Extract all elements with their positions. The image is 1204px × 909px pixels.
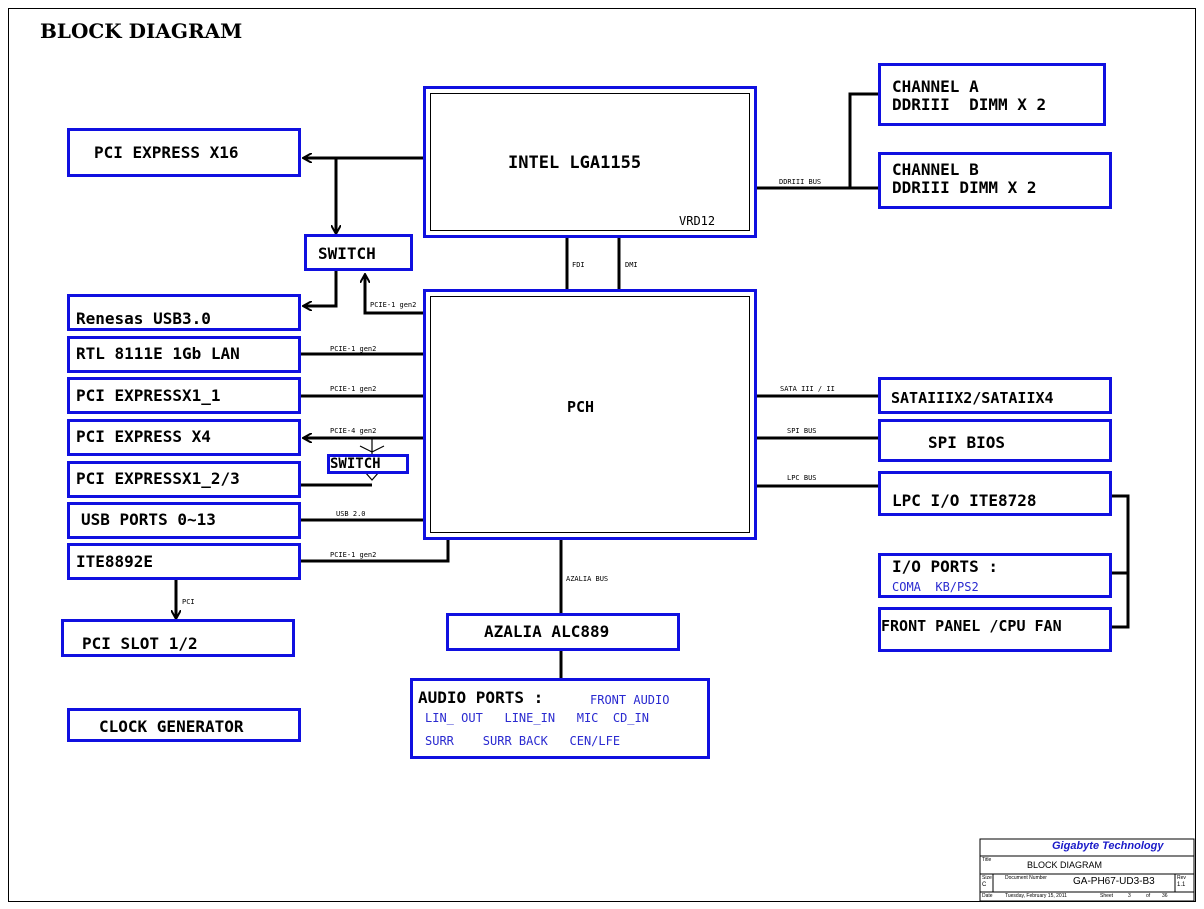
sata-block [878, 377, 1112, 414]
pcie-x16-block [67, 128, 301, 177]
ite8892-label: ITE8892E [76, 552, 154, 571]
io-ports-sub: COMA KB/PS2 [892, 580, 979, 594]
usb3-block [67, 294, 301, 331]
channel-b-line2: DDRIII DIMM X 2 [892, 178, 1037, 197]
switch-2-block [327, 454, 409, 474]
title-block-title: BLOCK DIAGRAM [1027, 860, 1103, 870]
spi-bios-label: SPI BIOS [928, 433, 1006, 452]
pcie-x4-label: PCI EXPRESS X4 [76, 427, 211, 446]
audio-front: FRONT AUDIO [590, 693, 670, 707]
sata-label: SATAIIIX2/SATAIIX4 [891, 389, 1054, 407]
switch-1-label: SWITCH [318, 244, 376, 263]
title-block-date: Tuesday, February 15, 2011 [1005, 893, 1067, 899]
clock-label: CLOCK GENERATOR [99, 717, 244, 736]
title-block-size: C [982, 882, 987, 888]
azalia-bus-label: AZALIA BUS [566, 575, 609, 583]
ite8892-block [67, 543, 301, 580]
pch-ite-link [300, 538, 450, 563]
switch-usb3-link [304, 270, 338, 306]
audio-line2: SURR SURR BACK CEN/LFE [425, 734, 621, 748]
channel-a-line1: CHANNEL A [892, 77, 979, 96]
audio-line1: LIN_ OUT LINE_IN MIC CD_IN [425, 711, 649, 725]
audio-ports-block [410, 678, 710, 759]
cpu-block [423, 86, 757, 238]
fdi-label: FDI [572, 261, 585, 269]
ddr-bus [848, 92, 880, 190]
title-block-sheet: 3 [1128, 893, 1131, 899]
pcie-lan-label: PCIE-1 gen2 [330, 345, 377, 353]
pci-slot-label: PCI SLOT 1/2 [82, 634, 198, 653]
title-block-docnum-label: Document Number [1005, 875, 1047, 881]
pcie-x1-1-block [67, 377, 301, 414]
title-block-date-label: Date [982, 893, 993, 899]
channel-a-line2: DDRIII DIMM X 2 [892, 95, 1047, 114]
spi-bios-block [878, 419, 1112, 462]
pch-block [423, 289, 757, 540]
io-ports-block [878, 553, 1112, 598]
title-block-title-label: Title [982, 857, 992, 863]
title-block-sheets: 36 [1162, 893, 1168, 899]
cpu-label: INTEL LGA1155 [508, 153, 642, 173]
pcie-x4-block [67, 419, 301, 456]
title-block-sheet-label: Sheet [1100, 893, 1114, 899]
pcie-switch-label: PCIE-1 gen2 [370, 301, 417, 309]
lpc-io-label: LPC I/O ITE8728 [892, 491, 1037, 510]
dmi-label: DMI [625, 261, 638, 269]
azalia-label: AZALIA ALC889 [484, 622, 610, 641]
pcie-x1-1-label: PCI EXPRESSX1_1 [76, 386, 221, 405]
io-ports-label: I/O PORTS : [892, 557, 998, 576]
title-block-size-label: Size [982, 875, 992, 881]
title-block-rev: 1.1 [1177, 882, 1186, 888]
sata-bus-label: SATA III / II [780, 385, 835, 393]
lan-label: RTL 8111E 1Gb LAN [76, 344, 240, 363]
lpc-bracket [1110, 494, 1130, 629]
pci-bus-label: PCI [182, 598, 195, 606]
pcie-ite-label: PCIE-1 gen2 [330, 551, 377, 559]
usb-bus-label: USB 2.0 [336, 510, 366, 518]
switch2-arrow-bottom [364, 471, 380, 481]
audio-ports-label: AUDIO PORTS : [418, 688, 544, 707]
lpc-io-block [878, 471, 1112, 516]
pcie-x4-label: PCIE-4 gen2 [330, 427, 377, 435]
ddr-bus-label: DDRIII BUS [779, 178, 822, 186]
channel-b-line1: CHANNEL B [892, 160, 979, 179]
page-title: BLOCK DIAGRAM [40, 19, 243, 43]
vrd-label: VRD12 [679, 214, 716, 228]
channel-b-block [878, 152, 1112, 209]
usb3-label: Renesas USB3.0 [76, 309, 211, 328]
spi-bus-label: SPI BUS [787, 427, 817, 435]
pci-slot-block [61, 619, 295, 657]
azalia-block [446, 613, 680, 651]
front-panel-label: FRONT PANEL /CPU FAN [881, 617, 1062, 635]
switch-2-label: SWITCH [330, 456, 381, 472]
sheet-frame [8, 8, 1196, 902]
pch-switch-link [365, 275, 425, 315]
front-panel-block [878, 607, 1112, 652]
title-block-docnum: GA-PH67-UD3-B3 [1073, 876, 1155, 887]
lpc-bus-label: LPC BUS [787, 474, 817, 482]
pcie-x16-label: PCI EXPRESS X16 [94, 143, 239, 162]
title-block-rev-label: Rev [1177, 875, 1186, 881]
pch-label: PCH [567, 398, 595, 416]
pcie-x1-23-block [67, 461, 301, 498]
title-block-company: Gigabyte Technology [1052, 840, 1164, 852]
pcie-x1-23-label: PCI EXPRESSX1_2/3 [76, 469, 240, 488]
switch-1-block [304, 234, 413, 271]
usb-ports-block [67, 502, 301, 539]
title-block-of-label: of [1146, 893, 1151, 899]
lan-block [67, 336, 301, 373]
clock-block [67, 708, 301, 742]
channel-a-block [878, 63, 1106, 126]
usb-ports-label: USB PORTS 0~13 [81, 510, 216, 529]
pcie-x1-label: PCIE-1 gen2 [330, 385, 377, 393]
